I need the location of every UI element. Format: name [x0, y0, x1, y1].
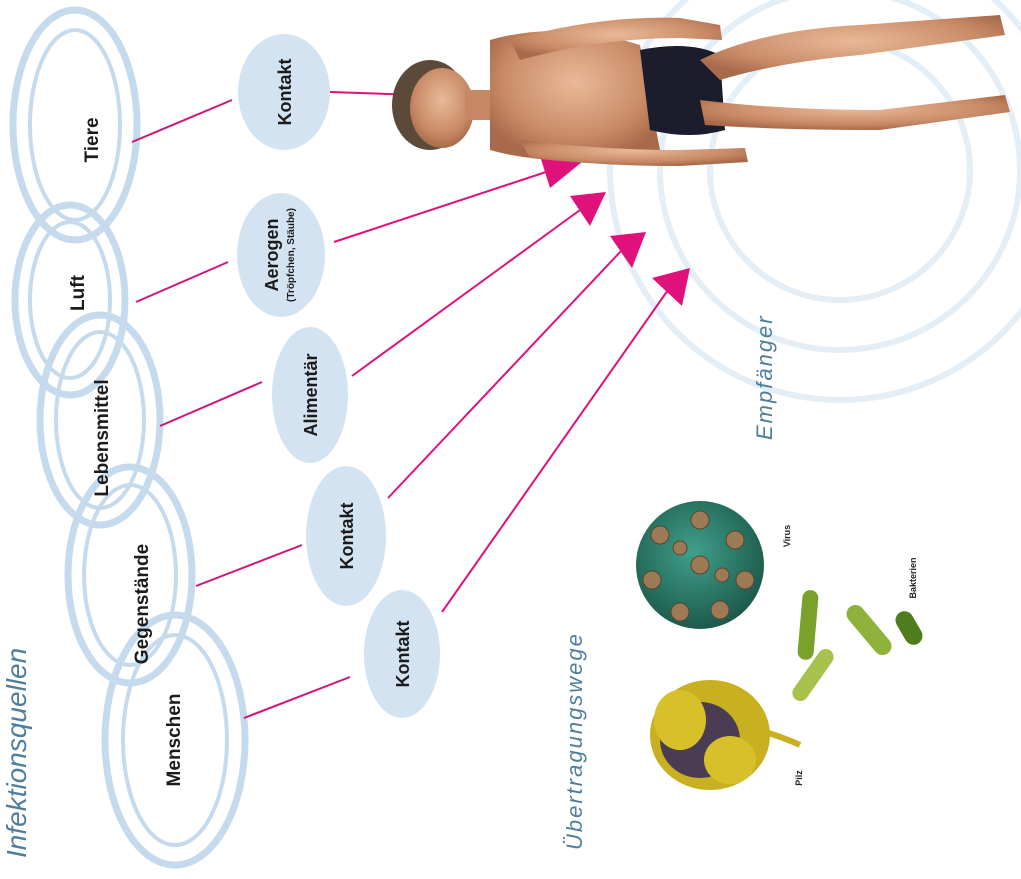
bacteria-label: Bakterien [908, 557, 918, 598]
bacteria-illustration [789, 589, 926, 704]
source-gegenstaende: Gegenstände [132, 544, 153, 664]
virus-label: Virus [782, 525, 792, 547]
fungus-illustration [650, 680, 800, 790]
heading-routes: Übertragungswege [562, 632, 587, 850]
heading-receiver: Empfänger [752, 314, 777, 440]
route-label-menschen: Kontakt [393, 620, 413, 687]
route-label-luft: Aerogen [262, 218, 282, 291]
source-rings [13, 10, 245, 865]
route-label-tiere: Kontakt [275, 58, 295, 125]
source-lebensmittel: Lebensmittel [92, 379, 113, 496]
human-figure [392, 15, 1010, 166]
heading-sources: Infektionsquellen [1, 648, 32, 858]
route-label-gegenstaende: Kontakt [337, 502, 357, 569]
route-label-lebensmittel: Alimentär [301, 353, 321, 436]
source-luft: Luft [68, 274, 89, 311]
virus-illustration [636, 501, 764, 629]
source-tiere: Tiere [82, 117, 103, 162]
route-sub-luft: (Tröpfchen, Stäube) [286, 208, 297, 302]
fungus-label: Pilz [794, 770, 804, 786]
source-menschen: Menschen [164, 694, 185, 787]
